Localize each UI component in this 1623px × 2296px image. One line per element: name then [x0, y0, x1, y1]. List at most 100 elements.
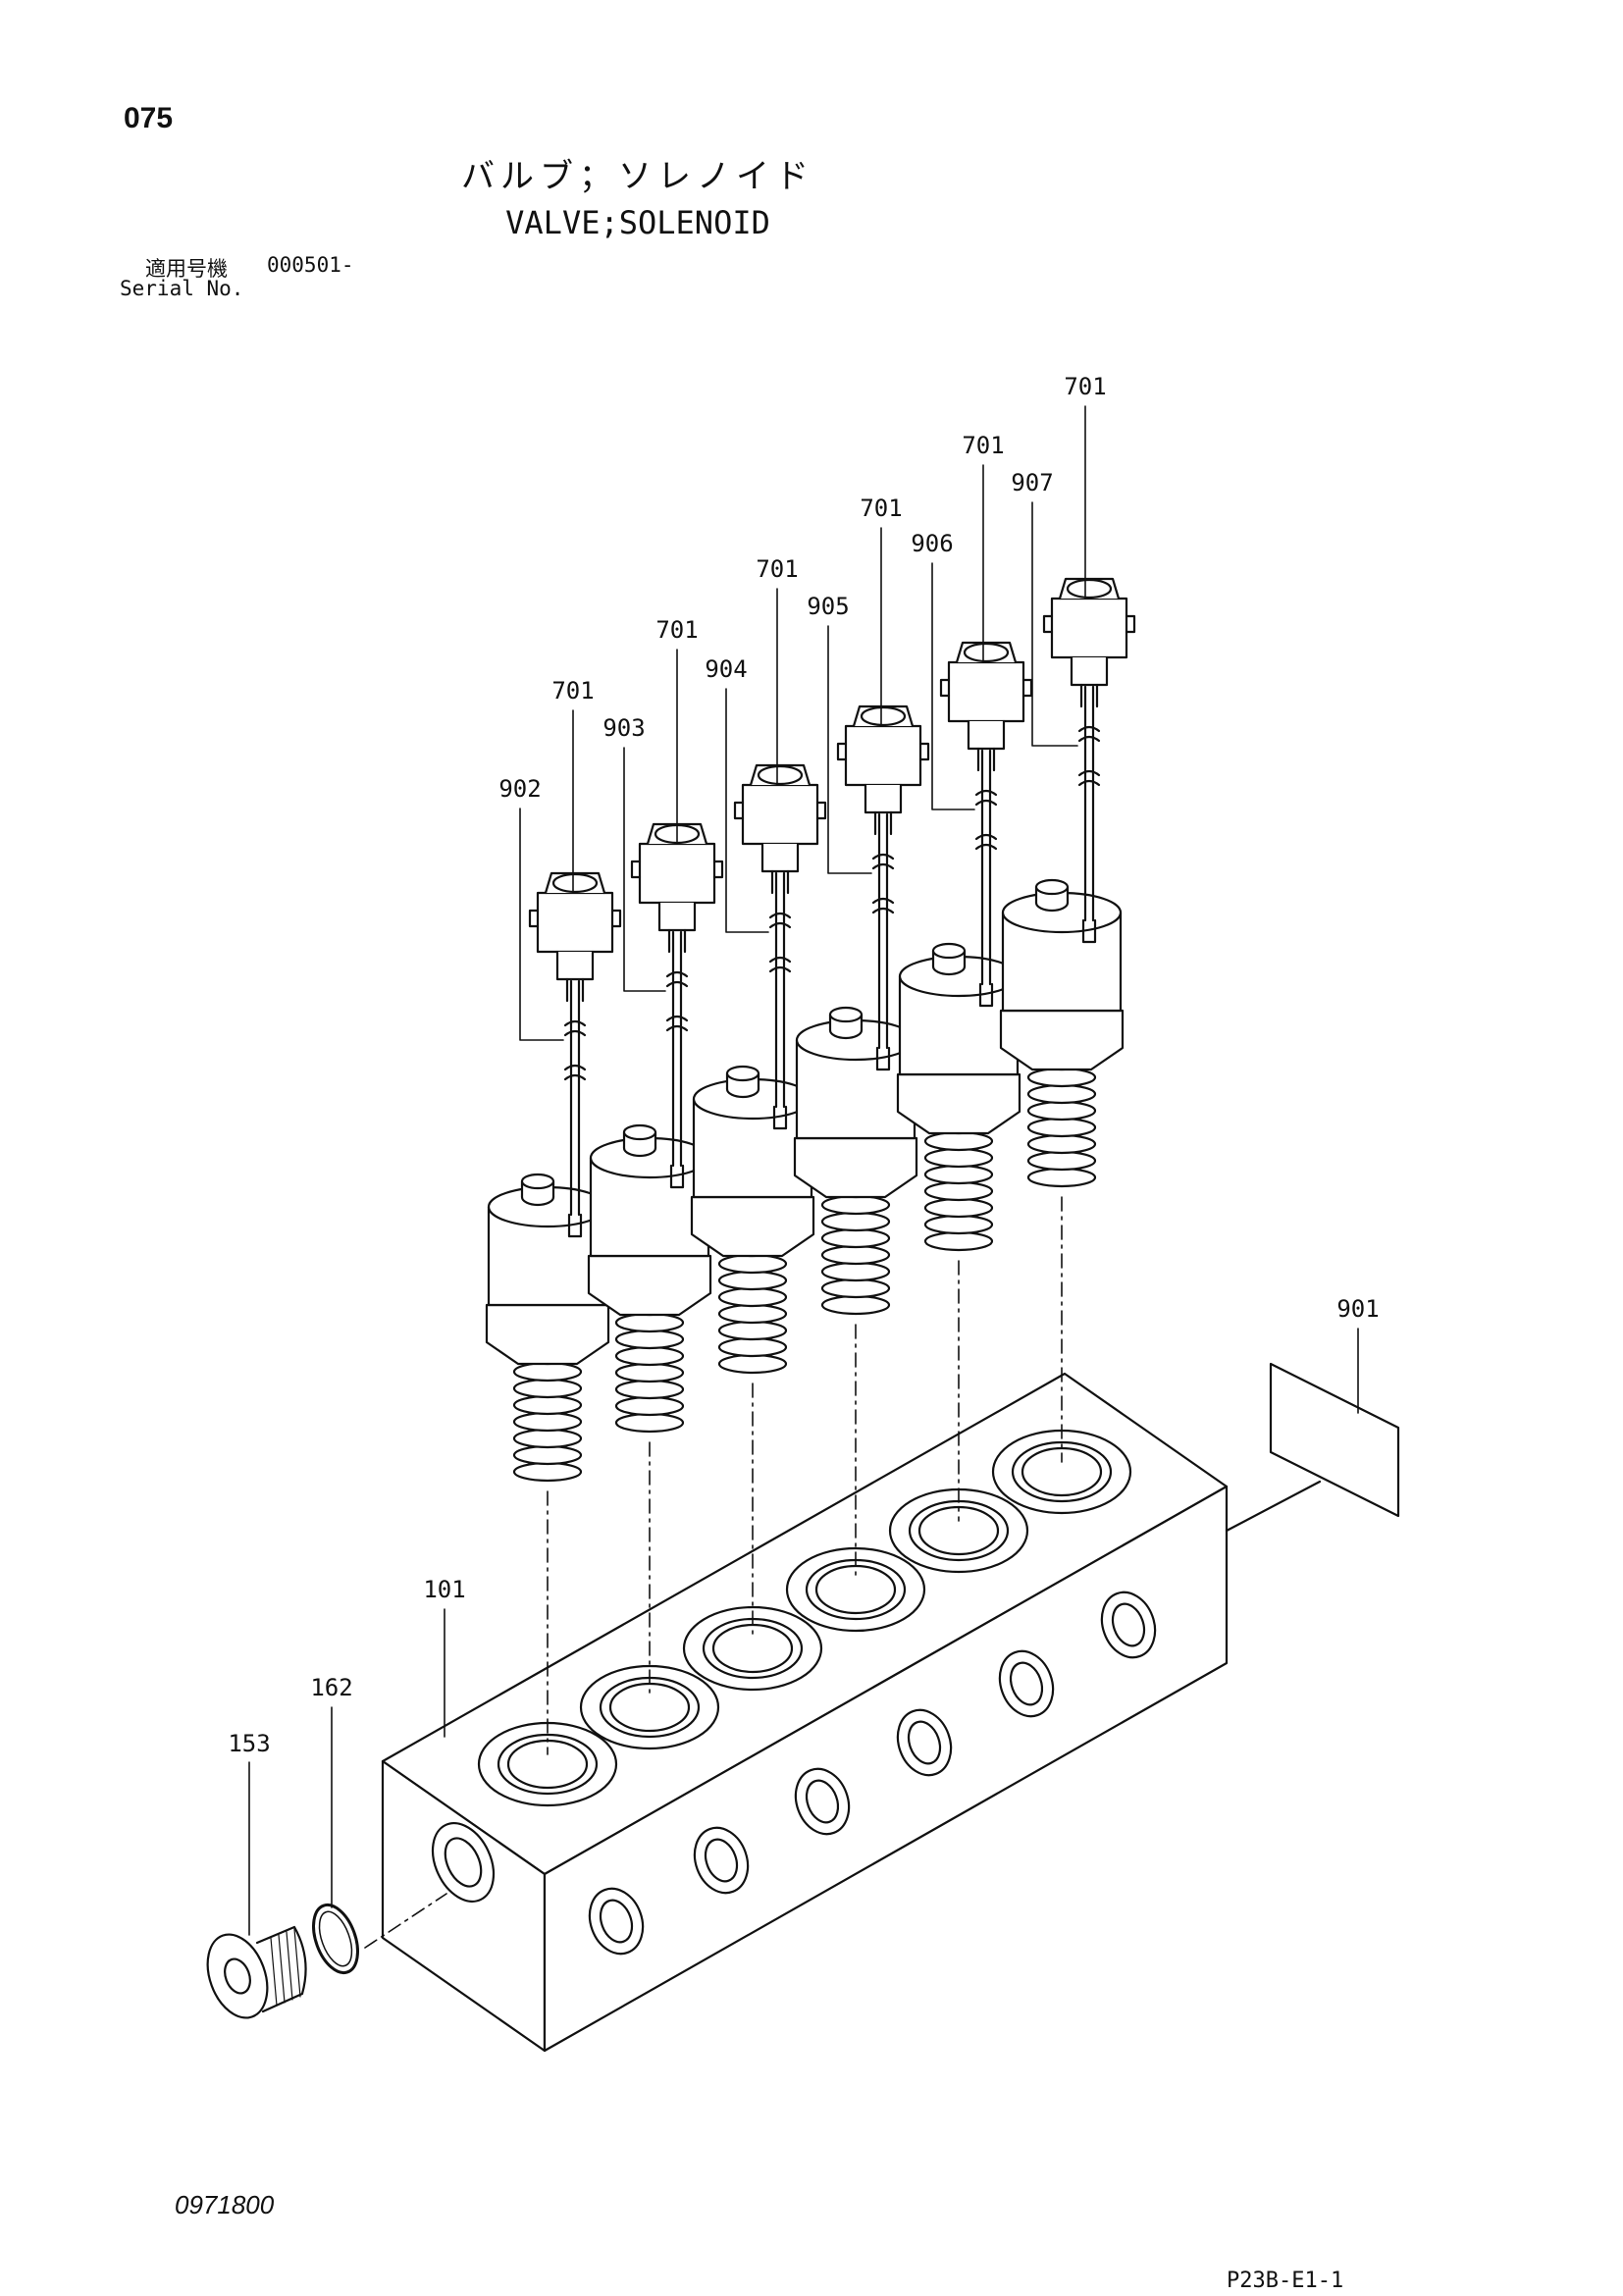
serial-label-japanese: 適用号機	[145, 257, 228, 281]
valve-port-outer	[579, 1664, 720, 1750]
connector-boot	[1070, 655, 1109, 687]
connector-cap-ring	[1066, 578, 1113, 600]
side-port-inner	[1009, 1661, 1044, 1706]
valve-thread	[820, 1278, 891, 1299]
valve-thread	[614, 1329, 685, 1350]
valve-thread	[1026, 1133, 1097, 1155]
valve-thread	[820, 1194, 891, 1216]
connector-boot	[555, 950, 595, 981]
valve-thread	[923, 1147, 994, 1169]
valve-port-inner	[1021, 1446, 1103, 1497]
valve-thread	[512, 1411, 583, 1433]
connector-body	[741, 783, 819, 846]
wire-break	[974, 789, 998, 807]
axis-plug	[364, 1893, 447, 1949]
valve-thread	[923, 1214, 994, 1235]
page-number: 075	[124, 102, 174, 134]
valve-port-mid	[497, 1733, 599, 1796]
valve-port-mid	[1011, 1440, 1113, 1503]
valve-thread	[1026, 1150, 1097, 1172]
valve-thread	[512, 1361, 583, 1383]
leader-901-link	[1225, 1480, 1322, 1533]
valve-thread	[923, 1230, 994, 1252]
valve-hex-nut	[485, 1303, 610, 1366]
wire-break	[871, 897, 895, 914]
valve-hex-nut	[999, 1009, 1125, 1071]
wire-break	[563, 1019, 587, 1037]
connector-boot	[657, 901, 697, 932]
side-port-inner	[704, 1838, 739, 1883]
callout-906: 906	[911, 530, 953, 557]
valve-thread	[614, 1379, 685, 1400]
callout-903-leader	[623, 747, 666, 992]
connector-latch	[918, 742, 930, 761]
callout-904-leader	[725, 688, 769, 933]
valve-hex-nut	[793, 1136, 918, 1199]
side-port-outer	[588, 1887, 645, 1956]
o-ring-162	[312, 1903, 359, 1975]
valve-thread	[717, 1353, 788, 1375]
connector-latch	[836, 742, 848, 761]
valve-thread	[717, 1253, 788, 1275]
wire-break	[768, 956, 792, 973]
callout-901: 901	[1336, 1295, 1379, 1323]
title-english: VALVE;SOLENOID	[505, 204, 770, 241]
valve-terminal	[567, 1213, 583, 1238]
connector-cap-ring	[551, 872, 599, 894]
callout-701: 701	[756, 555, 798, 583]
connector-cap-ring	[860, 705, 907, 727]
o-ring-162-inner	[318, 1910, 353, 1967]
connector-latch	[712, 860, 724, 879]
connector-latch	[815, 801, 827, 820]
callout-701: 701	[551, 677, 594, 704]
valve-thread	[1026, 1067, 1097, 1088]
valve-thread	[1026, 1117, 1097, 1138]
valve-thread	[820, 1261, 891, 1282]
connector-latch	[939, 678, 951, 698]
valve-thread	[512, 1378, 583, 1399]
valve-port-inner	[917, 1505, 1000, 1556]
callout-101: 101	[423, 1576, 465, 1603]
plug-153-thread	[255, 1925, 307, 2013]
callout-162: 162	[310, 1674, 352, 1701]
wire-break	[563, 1064, 587, 1081]
connector-body	[638, 842, 716, 905]
valve-terminal	[978, 982, 994, 1008]
connector-body	[844, 724, 922, 787]
side-port-inner	[1111, 1602, 1146, 1647]
callout-701: 701	[655, 616, 698, 644]
manifold-side-face	[543, 1485, 1229, 2053]
wire-break	[665, 1015, 689, 1032]
connector-latch	[1021, 678, 1033, 698]
side-port-inner	[599, 1899, 634, 1944]
plug-153-head	[206, 1933, 269, 2019]
valve-thread	[820, 1294, 891, 1316]
callout-904: 904	[705, 655, 747, 683]
valve-thread	[717, 1303, 788, 1325]
connector-cap-ring	[963, 642, 1010, 663]
valve-port-outer	[682, 1605, 823, 1692]
callout-907: 907	[1011, 469, 1053, 496]
valve-thread	[614, 1345, 685, 1367]
valve-thread	[820, 1227, 891, 1249]
connector-body	[1050, 597, 1128, 659]
callout-153: 153	[228, 1730, 270, 1757]
callout-701: 701	[1064, 373, 1106, 400]
side-port-outer	[693, 1826, 750, 1895]
connector-boot	[864, 783, 903, 814]
valve-hex-nut	[896, 1072, 1021, 1135]
connector-latch	[630, 860, 642, 879]
valve-thread	[512, 1444, 583, 1466]
valve-terminal	[772, 1105, 788, 1130]
callout-701: 701	[962, 432, 1004, 459]
end-port-outer	[431, 1822, 496, 1903]
page-code: P23B-E1-1	[1227, 2269, 1344, 2293]
callout-905-leader	[827, 625, 872, 874]
valve-thread	[717, 1270, 788, 1291]
nameplate-901	[1269, 1362, 1400, 1518]
callout-903: 903	[602, 714, 645, 742]
plug-153-socket	[224, 1957, 251, 1995]
valve-thread	[1026, 1083, 1097, 1105]
valve-thread	[923, 1197, 994, 1219]
callout-906-leader	[931, 562, 975, 810]
